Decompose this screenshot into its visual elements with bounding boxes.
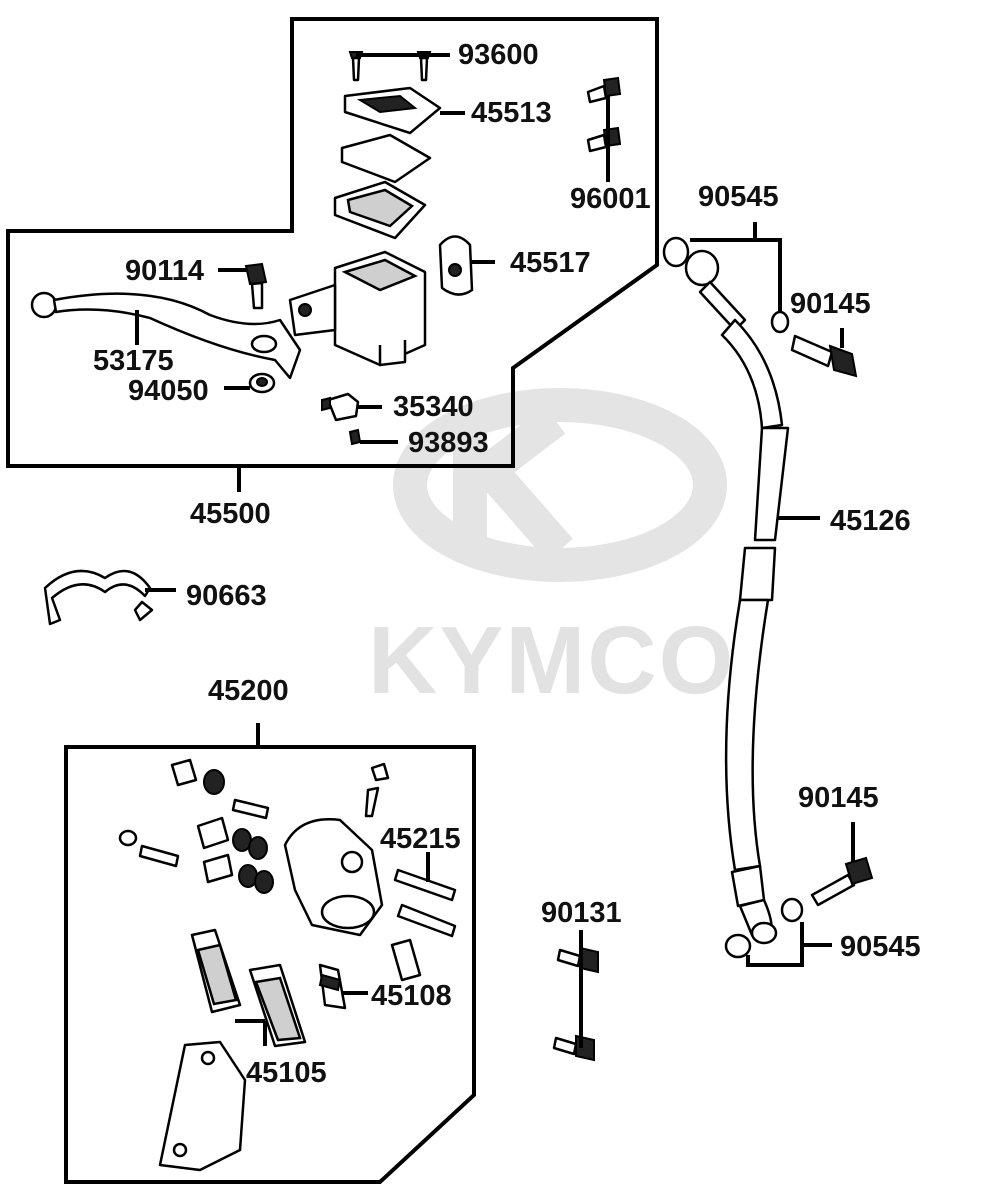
label-90545-top[interactable]: 90545 xyxy=(698,181,779,213)
label-96001[interactable]: 96001 xyxy=(570,183,651,215)
reservoir-cap-45513[interactable] xyxy=(343,86,442,135)
clamp-45517[interactable] xyxy=(438,235,474,296)
brake-lever-53175[interactable] xyxy=(30,291,302,380)
bleeder-valve[interactable] xyxy=(364,762,390,818)
pad-spring-45108[interactable] xyxy=(318,963,347,1010)
label-45500[interactable]: 45500 xyxy=(190,498,271,530)
label-90663[interactable]: 90663 xyxy=(186,580,267,612)
label-45105[interactable]: 45105 xyxy=(246,1057,327,1089)
watermark-ring xyxy=(393,388,727,582)
label-45108[interactable]: 45108 xyxy=(371,980,452,1012)
reservoir-diaphragm[interactable] xyxy=(333,180,427,240)
kymco-watermark: KYMCO xyxy=(368,388,735,714)
leader-90545-top xyxy=(690,222,782,312)
label-35340[interactable]: 35340 xyxy=(393,391,474,423)
label-45215[interactable]: 45215 xyxy=(380,823,461,855)
label-45513[interactable]: 45513 xyxy=(471,97,552,129)
caliper-pins-45215[interactable] xyxy=(393,868,457,938)
label-45200[interactable]: 45200 xyxy=(208,675,289,707)
caliper-frame xyxy=(64,745,476,1184)
label-90131[interactable]: 90131 xyxy=(541,897,622,929)
label-94050[interactable]: 94050 xyxy=(128,375,209,407)
caliper-bolts-90131[interactable] xyxy=(552,946,599,1062)
lever-nut-94050[interactable] xyxy=(248,372,276,394)
watermark-text: KYMCO xyxy=(368,607,735,714)
label-93893[interactable]: 93893 xyxy=(408,427,489,459)
leader-45105 xyxy=(235,1019,267,1046)
label-45126[interactable]: 45126 xyxy=(830,505,911,537)
brake-pads-45105[interactable] xyxy=(190,928,307,1048)
washer-90545-top[interactable] xyxy=(770,310,790,334)
washer-90545-bottom[interactable] xyxy=(724,897,804,959)
master-cylinder-body[interactable] xyxy=(288,250,427,367)
caliper-sleeves-and-seals[interactable] xyxy=(118,758,274,894)
brake-switch-35340[interactable] xyxy=(321,392,360,422)
label-45517[interactable]: 45517 xyxy=(510,247,591,279)
hose-clip-90663[interactable] xyxy=(43,569,154,626)
label-90545-bottom[interactable]: 90545 xyxy=(840,931,921,963)
reservoir-plate[interactable] xyxy=(340,133,432,184)
label-90145-bottom[interactable]: 90145 xyxy=(798,782,879,814)
switch-screw-93893[interactable] xyxy=(348,428,362,446)
label-90114[interactable]: 90114 xyxy=(125,255,204,287)
banjo-bolt-90145-bottom[interactable] xyxy=(810,856,874,907)
master-cylinder-frame xyxy=(6,17,659,468)
leader-90545-bottom xyxy=(746,922,832,967)
banjo-bolt-90145-top[interactable] xyxy=(790,334,858,378)
label-53175[interactable]: 53175 xyxy=(93,345,174,377)
label-93600[interactable]: 93600 xyxy=(458,39,539,71)
mirror-bolts-96001[interactable] xyxy=(586,76,622,153)
brake-hose-45126[interactable] xyxy=(662,236,790,945)
caliper-bracket[interactable] xyxy=(158,1040,247,1172)
caliper-body[interactable] xyxy=(283,818,422,982)
label-90145-top[interactable]: 90145 xyxy=(790,288,871,320)
lever-bolt-90114[interactable] xyxy=(244,262,268,310)
